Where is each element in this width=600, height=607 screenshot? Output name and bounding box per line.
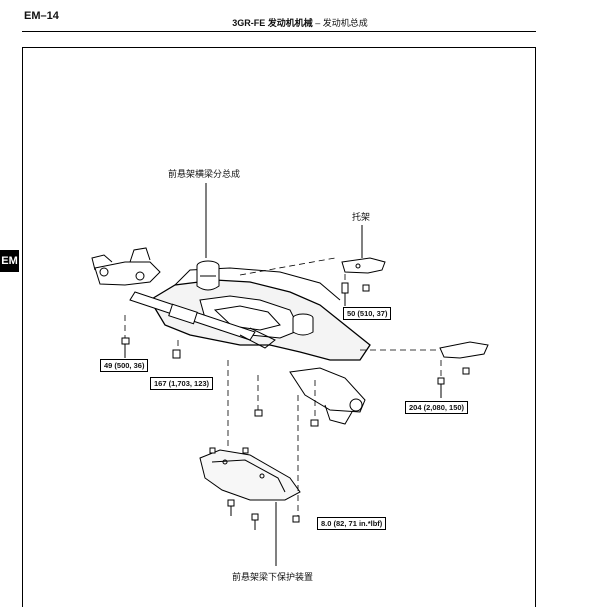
torque-spec-8: 8.0 (82, 71 in.*lbf): [317, 517, 387, 530]
label-bracket: 托架: [352, 212, 371, 222]
torque-spec-50: 50 (510, 37): [343, 307, 392, 320]
header-title-separator: –: [312, 18, 323, 28]
header-title-section: 发动机总成: [322, 18, 368, 28]
illustration-frame: [22, 47, 536, 607]
torque-spec-49: 49 (500, 36): [100, 359, 149, 372]
label-front-suspension-crossmember: 前悬架横梁分总成: [168, 169, 241, 179]
torque-spec-204: 204 (2,080, 150): [405, 401, 469, 414]
page-header-title: 3GR-FE 发动机机械 – 发动机总成: [0, 16, 600, 29]
label-front-suspension-under-cover: 前悬架梁下保护装置: [232, 572, 314, 582]
section-tab-em: EM: [0, 250, 19, 272]
bolt-group: [121, 282, 470, 530]
header-divider: [22, 31, 536, 32]
torque-spec-167: 167 (1,703, 123): [150, 377, 214, 390]
page-number: EM–14: [24, 10, 59, 22]
header-title-bold: 3GR-FE 发动机机械: [232, 18, 313, 28]
